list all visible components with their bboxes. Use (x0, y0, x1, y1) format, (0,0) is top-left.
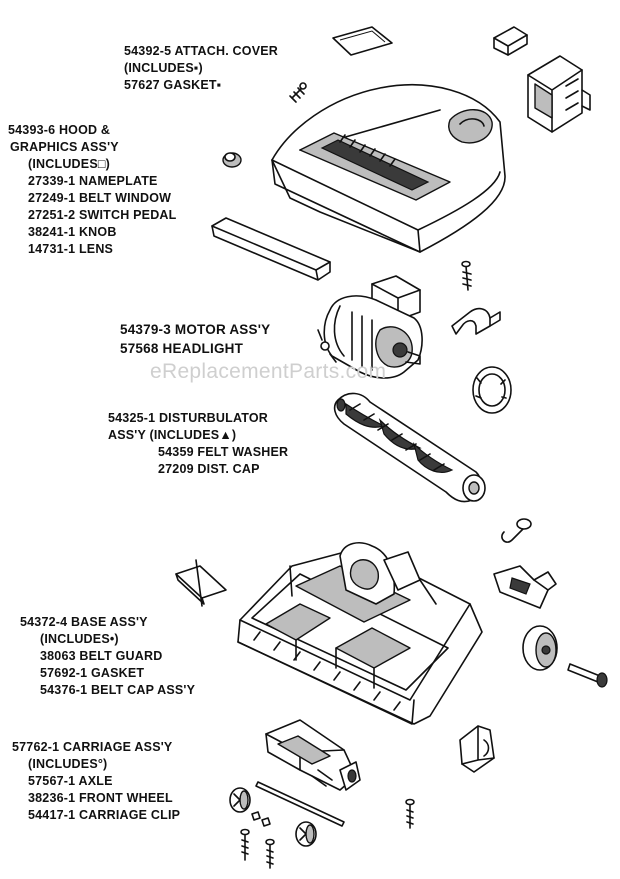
label-line: 54393-6 HOOD & (8, 123, 111, 137)
label-line: 54359 FELT WASHER (158, 445, 289, 459)
carriage-pins-part (251, 811, 271, 827)
axle-rod-part (255, 781, 345, 827)
rear-wheel-part (522, 625, 558, 671)
attachment-cover-part (332, 26, 393, 56)
label-line: (INCLUDES□) (28, 157, 110, 171)
label-line: 38236-1 FRONT WHEEL (28, 791, 173, 805)
base-assembly-part (237, 542, 483, 725)
label-line: 38241-1 KNOB (28, 225, 117, 239)
watermark-text: eReplacementParts.com (150, 360, 387, 383)
label-line: 27339-1 NAMEPLATE (28, 174, 158, 188)
label-line: 54372-4 BASE ASS'Y (20, 615, 148, 629)
label-line: (INCLUDES▪) (124, 61, 203, 75)
label-line: (INCLUDES°) (28, 757, 108, 771)
label-line: 27251-2 SWITCH PEDAL (28, 208, 177, 222)
handle-socket-part (527, 55, 591, 133)
label-line: 27209 DIST. CAP (158, 462, 260, 476)
label-line: 54376-1 BELT CAP ASS'Y (40, 683, 196, 697)
motor-screw-part (461, 260, 472, 291)
label-line: 57568 HEADLIGHT (120, 341, 244, 356)
motor-assembly-part (317, 275, 423, 379)
belt-part (472, 366, 512, 414)
carriage-assembly-part (265, 719, 361, 791)
label-line: ASS'Y (INCLUDES▲) (108, 428, 237, 442)
label-line: 57762-1 CARRIAGE ASS'Y (12, 740, 173, 754)
label-base-assembly: 54372-4 BASE ASS'Y (INCLUDES•) 38063 BEL… (20, 614, 195, 699)
bottom-screws-part (240, 798, 415, 869)
disturbulator-part (333, 392, 486, 503)
rear-bracket-part (493, 565, 557, 609)
label-line: 54417-1 CARRIAGE CLIP (28, 808, 181, 822)
label-line: 57692-1 GASKET (40, 666, 145, 680)
label-disturbulator: 54325-1 DISTURBULATOR ASS'Y (INCLUDES▲) … (108, 410, 288, 478)
label-hood-graphics: 54393-6 HOOD & GRAPHICS ASS'Y (INCLUDES□… (8, 122, 176, 258)
switch-pedal-part (211, 217, 331, 281)
hood-screw-part (289, 82, 307, 103)
label-line: 38063 BELT GUARD (40, 649, 163, 663)
label-line: 54325-1 DISTURBULATOR (108, 411, 269, 425)
label-carriage-assembly: 57762-1 CARRIAGE ASS'Y (INCLUDES°) 57567… (12, 739, 180, 824)
label-line: 57567-1 AXLE (28, 774, 113, 788)
label-line: 54379-3 MOTOR ASS'Y (120, 322, 271, 337)
label-line: 57627 GASKET▪ (124, 78, 222, 92)
hood-part (271, 84, 506, 253)
headlight-bracket-part (451, 307, 501, 335)
label-line: 54392-5 ATTACH. COVER (124, 44, 279, 58)
cover-clip-part (493, 26, 528, 56)
cross-bracket-part (175, 559, 227, 607)
base-clip-part (501, 518, 532, 543)
label-motor-assembly: 54379-3 MOTOR ASS'Y 57568 HEADLIGHT (120, 320, 270, 358)
label-line: (INCLUDES•) (40, 632, 119, 646)
front-wheel-left-part (229, 787, 251, 813)
axle-bolt-part (567, 663, 608, 688)
knob-part (222, 152, 242, 168)
label-attach-cover: 54392-5 ATTACH. COVER (INCLUDES▪) 57627 … (124, 43, 278, 94)
carriage-clip-part (459, 725, 495, 773)
front-wheel-right-part (295, 821, 317, 847)
label-line: 27249-1 BELT WINDOW (28, 191, 172, 205)
label-line: GRAPHICS ASS'Y (10, 140, 119, 154)
label-line: 14731-1 LENS (28, 242, 114, 256)
